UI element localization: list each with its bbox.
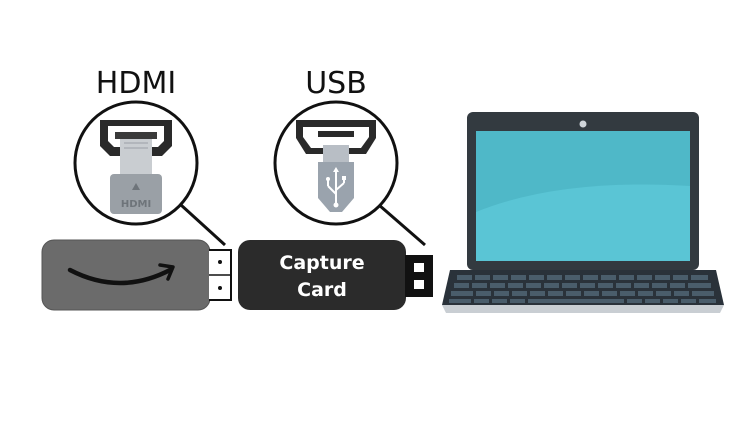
hdmi-label: HDMI <box>96 66 176 101</box>
capture-card-line1: Capture <box>279 252 364 274</box>
hdmi-pointer-line <box>179 203 227 247</box>
fire-stick-hdmi-connector <box>209 249 232 301</box>
webcam-icon <box>579 120 587 128</box>
capture-card-line2: Card <box>297 279 347 301</box>
fire-tv-stick <box>41 239 232 311</box>
micro-usb-port-icon <box>296 120 376 154</box>
laptop <box>442 112 724 313</box>
laptop-base-edge <box>442 305 724 313</box>
usb-port-zoom-circle <box>273 100 399 226</box>
usb-label: USB <box>305 66 367 101</box>
laptop-keyboard <box>449 275 716 303</box>
capture-card-usb-connector <box>405 255 433 297</box>
usb-plug-icon <box>318 145 354 212</box>
hdmi-port-zoom-circle: HDMI <box>73 100 199 226</box>
capture-card: Capture Card <box>238 240 433 310</box>
usb-pointer-line <box>378 203 426 247</box>
hdmi-plug-text: HDMI <box>121 199 151 210</box>
hdmi-plug-icon: HDMI <box>110 139 162 214</box>
amazon-smile-logo <box>67 263 175 286</box>
arrow-up-icon <box>132 183 140 190</box>
